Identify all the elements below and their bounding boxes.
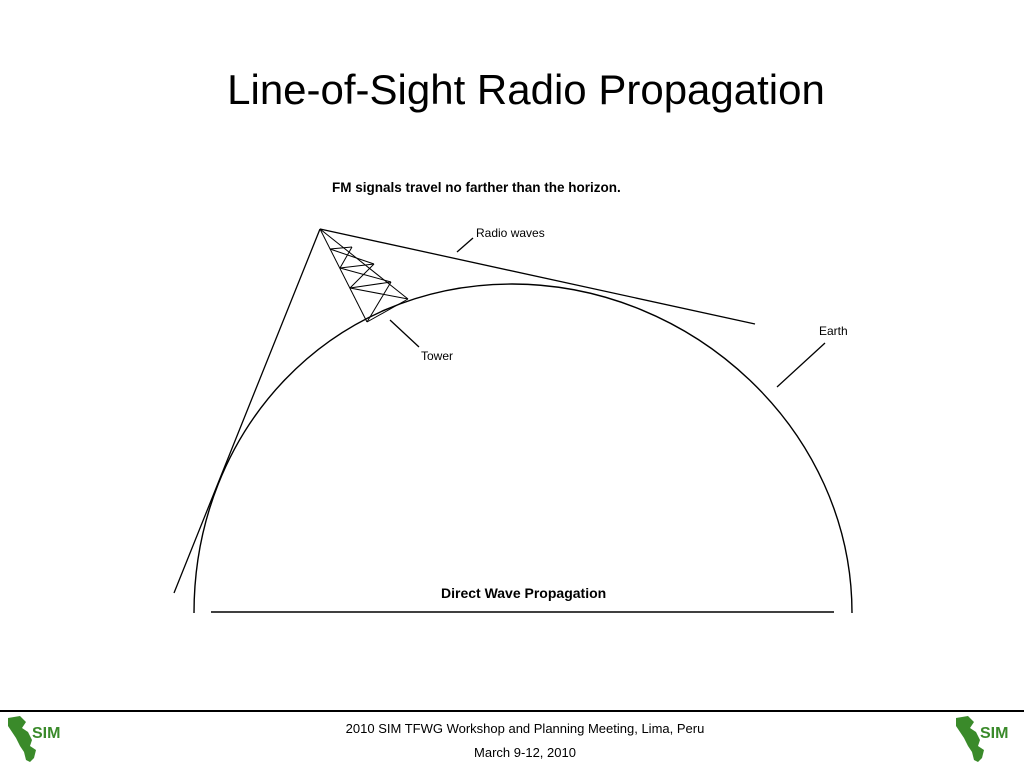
footer-dates: March 9-12, 2010	[474, 745, 576, 760]
diagram-caption-top: FM signals travel no farther than the ho…	[332, 180, 621, 195]
earth-arc	[193, 283, 853, 614]
sim-logo-left: SIM	[8, 716, 60, 762]
radio-waves-pointer	[456, 237, 474, 253]
tower-pointer	[389, 319, 420, 348]
sim-logo-right: SIM	[956, 716, 1008, 762]
radio-waves-label: Radio waves	[476, 226, 545, 240]
radio-wave-ray-right	[319, 228, 756, 325]
slide-title: Line-of-Sight Radio Propagation	[227, 66, 825, 113]
logo-text: SIM	[980, 725, 1008, 742]
americas-map-shape	[956, 716, 984, 762]
earth-label: Earth	[819, 324, 848, 338]
logo-text: SIM	[32, 725, 60, 742]
footer-event: 2010 SIM TFWG Workshop and Planning Meet…	[345, 721, 705, 736]
propagation-diagram: FM signals travel no farther than the ho…	[173, 180, 853, 614]
americas-map-shape	[8, 716, 36, 762]
radio-wave-ray-left	[173, 228, 321, 594]
tower-label: Tower	[421, 349, 453, 363]
earth-pointer	[776, 342, 826, 388]
diagram-caption-bottom: Direct Wave Propagation	[441, 585, 606, 601]
tower	[319, 228, 409, 323]
footer-divider	[0, 710, 1024, 712]
